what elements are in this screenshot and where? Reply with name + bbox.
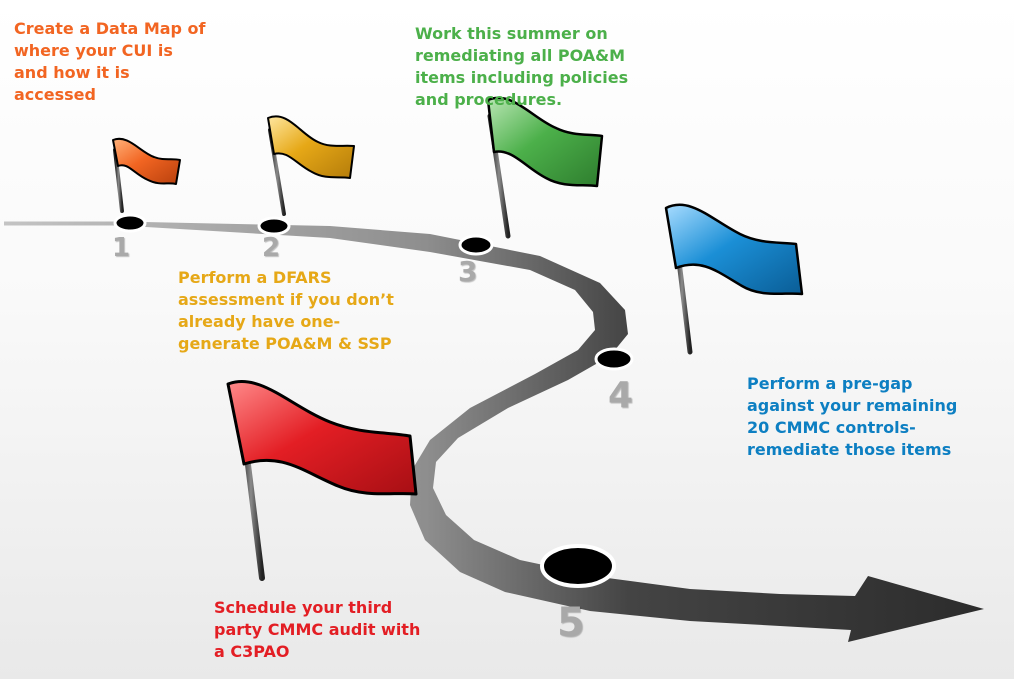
step-number-4: 4 xyxy=(608,375,634,416)
milestone-markers xyxy=(113,213,634,588)
flag-gold xyxy=(267,115,355,216)
step-number-5: 5 xyxy=(557,600,585,646)
milestone-dot-3 xyxy=(458,234,494,256)
flag-cloth xyxy=(267,115,355,179)
flag-blue xyxy=(664,203,804,355)
flag-green xyxy=(486,96,604,239)
step-number-1: 1 xyxy=(112,233,131,263)
flag-cloth xyxy=(664,203,804,296)
step-3-text: Work this summer on remediating all POA&… xyxy=(415,24,629,109)
step-2-text: Perform a DFARS assessment if you don’t … xyxy=(178,268,394,353)
timeline-road xyxy=(4,221,984,642)
milestone-dot-1 xyxy=(113,213,147,233)
milestone-dot-2 xyxy=(257,216,291,236)
flag-cloth xyxy=(486,96,604,188)
flag-orange xyxy=(112,137,181,213)
milestone-dot-4 xyxy=(594,347,634,371)
flag-red xyxy=(226,380,418,581)
flag-cloth xyxy=(112,137,181,185)
step-1-text: Create a Data Map of where your CUI is a… xyxy=(14,19,206,104)
road-shape xyxy=(4,221,984,642)
step-number-3: 3 xyxy=(458,255,478,288)
step-number-2: 2 xyxy=(262,233,281,263)
milestone-dot-5 xyxy=(540,544,616,588)
step-5-text: Schedule your third party CMMC audit wit… xyxy=(214,598,421,661)
step-4-text: Perform a pre-gap against your remaining… xyxy=(747,374,958,459)
flag-cloth xyxy=(226,380,418,496)
